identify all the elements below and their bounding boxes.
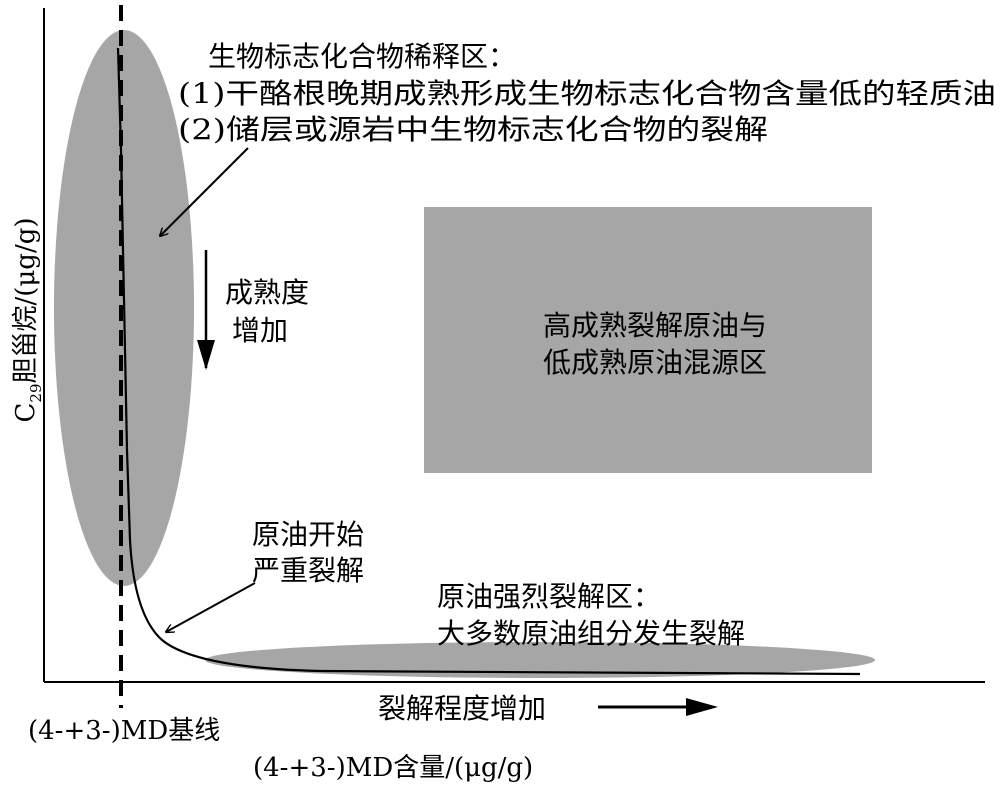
x-axis-label: (4-+3-)MD含量/(μg/g) xyxy=(253,753,533,783)
y-axis-label: C29胆甾烷/(μg/g) xyxy=(11,218,45,423)
cracking-increase-arrow-head xyxy=(686,698,718,716)
strong-cracking-line1: 原油强烈裂解区： xyxy=(437,580,661,613)
cracking-increase-label: 裂解程度增加 xyxy=(378,692,546,725)
dilution-zone-title: 生物标志化合物稀释区： xyxy=(208,40,516,73)
severe-cracking-arrow xyxy=(166,582,256,632)
dilution-zone-item2: (2)储层或源岩中生物标志化合物的裂解 xyxy=(178,113,768,146)
mixed-zone-line2: 低成熟原油混源区 xyxy=(543,346,767,379)
baseline-label: (4-+3-)MD基线 xyxy=(28,716,220,746)
dilution-zone-item1: (1)干酪根晚期成熟形成生物标志化合物含量低的轻质油 xyxy=(178,77,996,110)
maturity-arrow-head xyxy=(197,340,215,370)
maturity-label-line1: 成熟度 xyxy=(225,276,309,309)
dilution-zone-arrow xyxy=(160,147,249,236)
strong-cracking-zone-ellipse xyxy=(205,642,875,678)
severe-cracking-line1: 原油开始 xyxy=(252,518,364,551)
mixed-zone-rect xyxy=(424,207,872,473)
mixed-zone-line1: 高成熟裂解原油与 xyxy=(543,309,767,342)
strong-cracking-line2: 大多数原油组分发生裂解 xyxy=(437,617,745,650)
maturity-label-line2: 增加 xyxy=(232,314,288,347)
biomarker-curve xyxy=(116,47,861,676)
severe-cracking-line2: 严重裂解 xyxy=(252,554,364,587)
